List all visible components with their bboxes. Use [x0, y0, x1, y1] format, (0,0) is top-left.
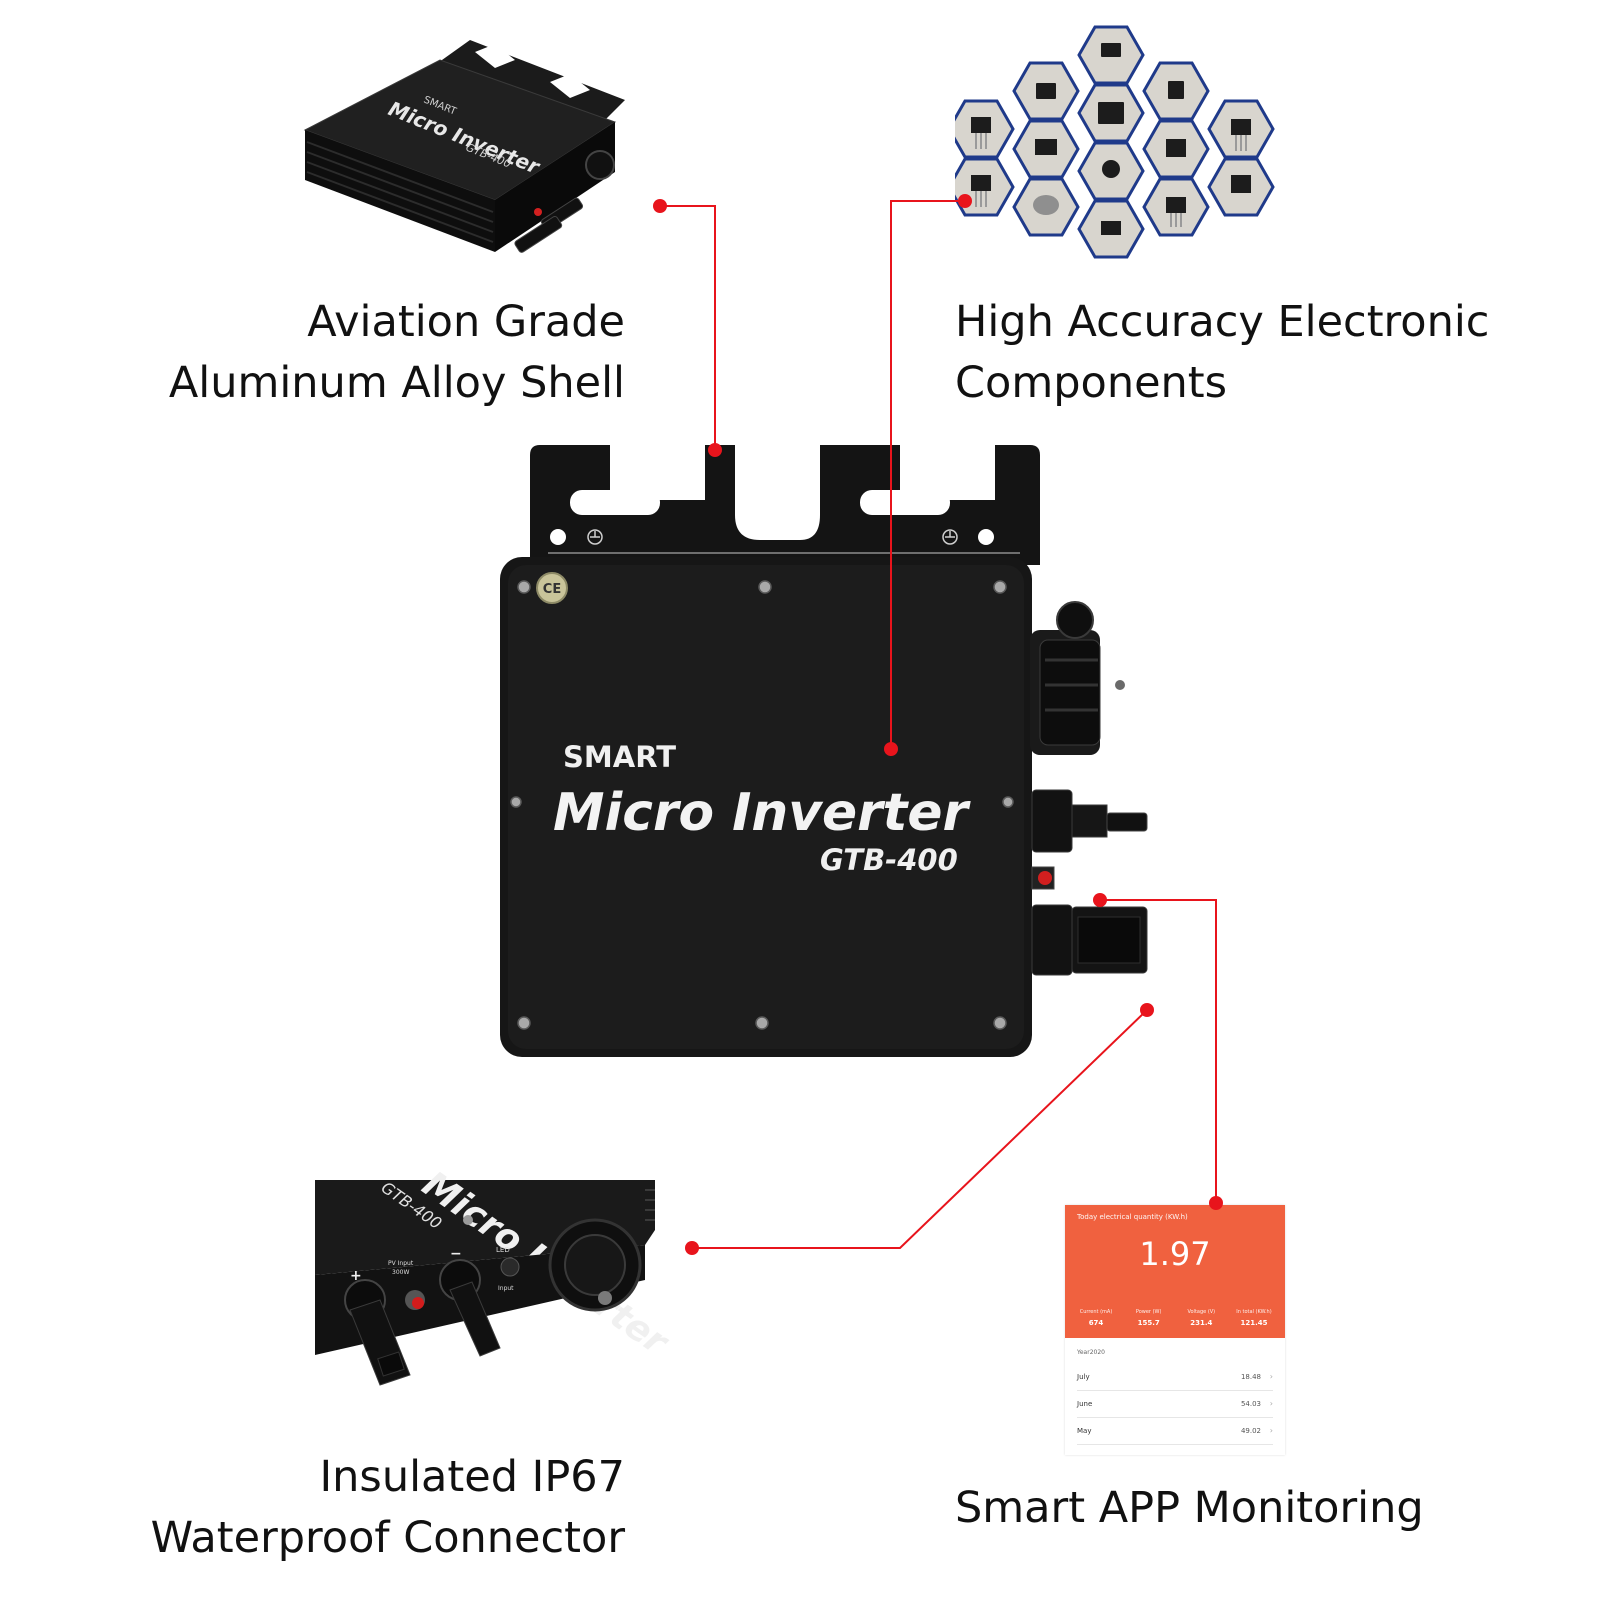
app-stat-label: Power (W) [1135, 1309, 1162, 1315]
app-stat-value: 231.4 [1190, 1319, 1213, 1327]
closeup-screw [463, 1215, 473, 1225]
caption-connector-line1: Insulated IP67 [319, 1452, 626, 1502]
closeup-pv-input-value: 300W [392, 1269, 409, 1276]
device-model-text: GTB-400 [820, 843, 958, 877]
app-monitoring-screen: Today electrical quantity (KW.h) 1.97 Cu… [1065, 1205, 1285, 1455]
device-product-text: Micro Inverter [553, 783, 971, 843]
app-stats: Current (mA) 674 Power (W) 155.7 Voltage… [1071, 1309, 1279, 1327]
closeup-dc-connector-minus [439, 1259, 501, 1357]
closeup-fins [645, 1189, 655, 1221]
app-stat: Current (mA) 674 [1071, 1309, 1121, 1327]
chevron-right-icon: › [1269, 1426, 1273, 1435]
app-stat-label: Voltage (V) [1187, 1309, 1216, 1315]
app-stat-label: In total (KW.h) [1236, 1309, 1272, 1315]
app-row-value: 49.02 [1240, 1427, 1261, 1435]
closeup-plus-label: + [350, 1268, 362, 1284]
app-stat: In total (KW.h) 121.45 [1229, 1309, 1279, 1327]
bracket-slot-left [570, 490, 660, 515]
callout-line-shell [660, 205, 716, 450]
caption-components: High Accuracy Electronic Components [955, 292, 1515, 414]
micro-inverter-main: CE SMART Micro Inverter GTB-400 [500, 445, 1148, 1057]
closeup-pv-input-label: PV Input [388, 1260, 414, 1267]
ce-mark-icon [536, 572, 568, 604]
app-stat-value: 674 [1088, 1319, 1104, 1327]
caption-connector: Insulated IP67 Waterproof Connector [110, 1447, 625, 1569]
ground-icon [587, 529, 603, 545]
closeup-input-label: Input [498, 1285, 514, 1292]
chevron-right-icon: › [1269, 1399, 1273, 1408]
dc-connector-positive [1031, 789, 1148, 853]
caption-app: Smart APP Monitoring [955, 1478, 1515, 1539]
app-header-label: Today electrical quantity (KW.h) [1077, 1213, 1188, 1221]
closeup-red-button [405, 1290, 425, 1310]
app-stat: Voltage (V) 231.4 [1176, 1309, 1226, 1327]
component-chips [971, 43, 1251, 235]
device-brand-text: SMART [563, 740, 676, 774]
electronic-components-thumbnail [955, 25, 1275, 259]
ac-connector [1030, 601, 1125, 755]
app-row-month: July [1077, 1373, 1090, 1381]
app-row-month: June [1077, 1400, 1093, 1408]
app-row-month: May [1077, 1427, 1092, 1435]
app-history: Year2020 July 18.48 › June 54.03 › May 4… [1065, 1338, 1285, 1455]
thumb-left-side [305, 130, 495, 252]
bracket-hole-left [550, 529, 566, 545]
app-row-value: 18.48 [1240, 1373, 1261, 1381]
closeup-minus-label: − [450, 1246, 462, 1262]
caption-shell: Aviation Grade Aluminum Alloy Shell [130, 292, 625, 414]
callout-dot [653, 199, 667, 213]
caption-components-line1: High Accuracy Electronic [955, 297, 1490, 347]
app-history-row: June 54.03 › [1077, 1391, 1273, 1418]
caption-connector-line2: Waterproof Connector [150, 1513, 625, 1563]
thumb-dc-connector-2 [514, 216, 563, 253]
caption-shell-line1: Aviation Grade [307, 297, 625, 347]
dc-connector-negative [1031, 904, 1148, 976]
app-stat-value: 121.45 [1240, 1319, 1268, 1327]
app-stat-value: 155.7 [1137, 1319, 1160, 1327]
app-header: Today electrical quantity (KW.h) 1.97 Cu… [1065, 1205, 1285, 1338]
aluminum-shell-thumbnail: SMART Micro Inverter GTB-400 [303, 40, 625, 253]
closeup-dc-connector-plus [344, 1279, 411, 1386]
chevron-right-icon: › [1269, 1372, 1273, 1381]
app-stat: Power (W) 155.7 [1124, 1309, 1174, 1327]
app-today-value: 1.97 [1139, 1235, 1211, 1273]
app-year-label: Year2020 [1077, 1349, 1105, 1356]
thumb-bracket [435, 40, 625, 130]
thumb-slot-1 [475, 44, 515, 68]
bracket-slot-right [860, 490, 950, 515]
thumb-fins [306, 141, 494, 243]
thumb-right-side [495, 122, 615, 252]
app-history-row: July 18.48 › [1077, 1364, 1273, 1391]
app-stat-label: Current (mA) [1079, 1309, 1113, 1315]
bracket-hole-right [978, 529, 994, 545]
thumb-red-button [534, 208, 542, 216]
caption-components-line2: Components [955, 358, 1228, 408]
caption-app-line1: Smart APP Monitoring [955, 1483, 1424, 1533]
component-leads [975, 133, 1247, 227]
closeup-led-label: LED [496, 1246, 510, 1254]
ce-mark-text: CE [543, 582, 561, 597]
closeup-ac-connector [548, 1218, 642, 1312]
waterproof-connector-closeup: Micro Inverter GTB-400 + − PV Input 300W… [315, 1170, 670, 1386]
closeup-led-icon [500, 1257, 520, 1277]
red-indicator-button [1031, 866, 1055, 890]
app-history-row: May 49.02 › [1077, 1418, 1273, 1445]
callout-dot [685, 1241, 699, 1255]
app-row-value: 54.03 [1240, 1400, 1261, 1408]
thumb-ac-connector [585, 150, 615, 180]
thumb-slot-2 [550, 74, 590, 98]
caption-shell-line2: Aluminum Alloy Shell [168, 358, 625, 408]
